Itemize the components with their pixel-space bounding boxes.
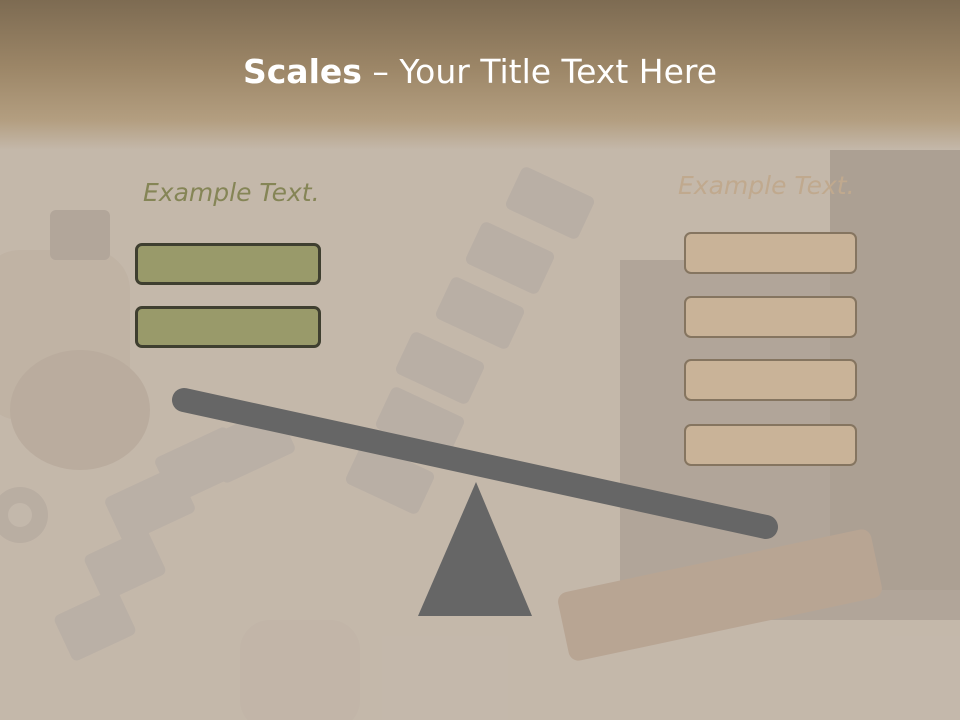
scale-fulcrum[interactable] [418,482,532,616]
right-text-box-3[interactable] [684,359,857,401]
left-example-label[interactable]: Example Text. [143,178,320,207]
left-text-box-1[interactable] [135,243,321,285]
title-rest-part: – Your Title Text Here [361,52,718,91]
right-text-box-1[interactable] [684,232,857,274]
left-text-box-2[interactable] [135,306,321,348]
right-text-box-2[interactable] [684,296,857,338]
title-band [0,0,960,150]
right-text-box-4[interactable] [684,424,857,466]
title-bold-part: Scales [242,52,362,91]
right-example-label[interactable]: Example Text. [678,171,855,200]
scale-beam[interactable] [172,388,778,539]
slide-title[interactable]: Scales – Your Title Text Here [0,52,960,91]
